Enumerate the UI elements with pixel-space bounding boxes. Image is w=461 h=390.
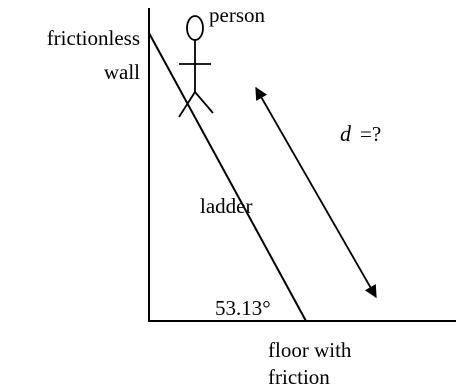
person-figure — [178, 15, 214, 118]
ladder-label: ladder — [200, 194, 252, 218]
wall-label-line2: wall — [104, 60, 140, 84]
person-right-leg — [194, 91, 214, 114]
person-head — [186, 15, 204, 41]
person-left-leg — [178, 91, 196, 118]
distance-arrow — [255, 86, 377, 299]
person-label: person — [209, 3, 265, 27]
floor-label-line2: friction — [268, 365, 330, 389]
distance-label: d =? — [340, 121, 381, 146]
ladder-line — [148, 32, 307, 322]
distance-question: =? — [360, 122, 381, 146]
distance-variable: d — [340, 121, 352, 146]
floor-label-line1: floor with — [268, 338, 352, 362]
wall-label-line1: frictionless — [47, 26, 140, 50]
angle-label: 53.13° — [215, 296, 271, 320]
